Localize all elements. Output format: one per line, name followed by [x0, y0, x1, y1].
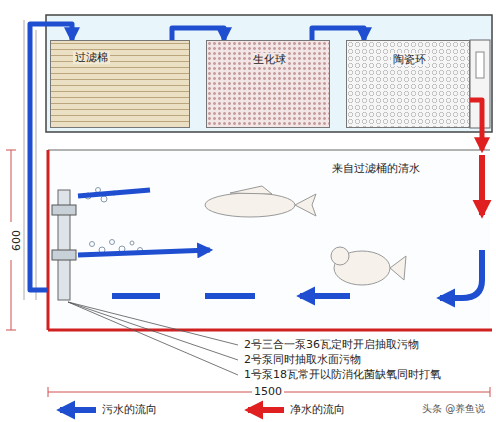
dimension-label: 600 [10, 228, 23, 253]
legend-text: 净水的流向 [290, 403, 345, 416]
filter-cotton-chamber: 过滤棉 [50, 40, 190, 128]
watermark: 头条 @养鱼说 [420, 403, 487, 415]
tank-note: 来自过滤桶的清水 [330, 162, 422, 175]
pump-note: 2号泵同时抽取水面污物 [242, 353, 363, 366]
legend-item: 污水的流向 [102, 403, 157, 416]
filter-box [46, 15, 492, 132]
dirty-water-arrow [112, 293, 350, 299]
chamber-label: 生化球 [251, 53, 288, 66]
pump-note: 2号三合一泵36瓦定时开启抽取污物 [242, 338, 421, 351]
pump-head [52, 250, 76, 260]
flowerhorn-fish [331, 247, 406, 285]
bio-ball-chamber: 生化球 [206, 40, 330, 128]
fish-tank: 来自过滤桶的清水 [48, 150, 490, 330]
flow-arrow [172, 28, 224, 40]
legend-text: 污水的流向 [102, 403, 157, 416]
chamber-label: 过滤棉 [73, 51, 110, 64]
legend-item: 净水的流向 [290, 403, 345, 416]
air-bubbles [85, 188, 143, 254]
ceramic-ring-chamber: 陶瓷环 [346, 40, 470, 128]
tank-top [48, 149, 490, 151]
pipe-wall [24, 20, 25, 300]
turn-arrow [440, 250, 482, 298]
pump-note: 1号泵18瓦常开以防消化菌缺氧同时打氧 [242, 368, 443, 381]
pump-head [52, 205, 76, 215]
flow-arrow [470, 100, 482, 150]
legend-sample [60, 407, 96, 413]
tank-ground [48, 150, 490, 330]
dimension-label: 1500 [252, 385, 284, 398]
flow-arrow [312, 28, 364, 40]
arowana-fish [205, 186, 316, 217]
outlet-gauge [476, 52, 484, 78]
tank-bottom [48, 329, 492, 332]
dimension-line [11, 150, 12, 222]
leader-line [68, 302, 238, 375]
pipe-wall [36, 30, 37, 300]
legend-sample [248, 407, 284, 413]
tank-wall [47, 150, 50, 330]
dimension-line [11, 260, 12, 330]
clean-water-arrow [479, 155, 485, 215]
outflow-arrow [78, 190, 210, 255]
chamber-label: 陶瓷环 [391, 53, 428, 66]
